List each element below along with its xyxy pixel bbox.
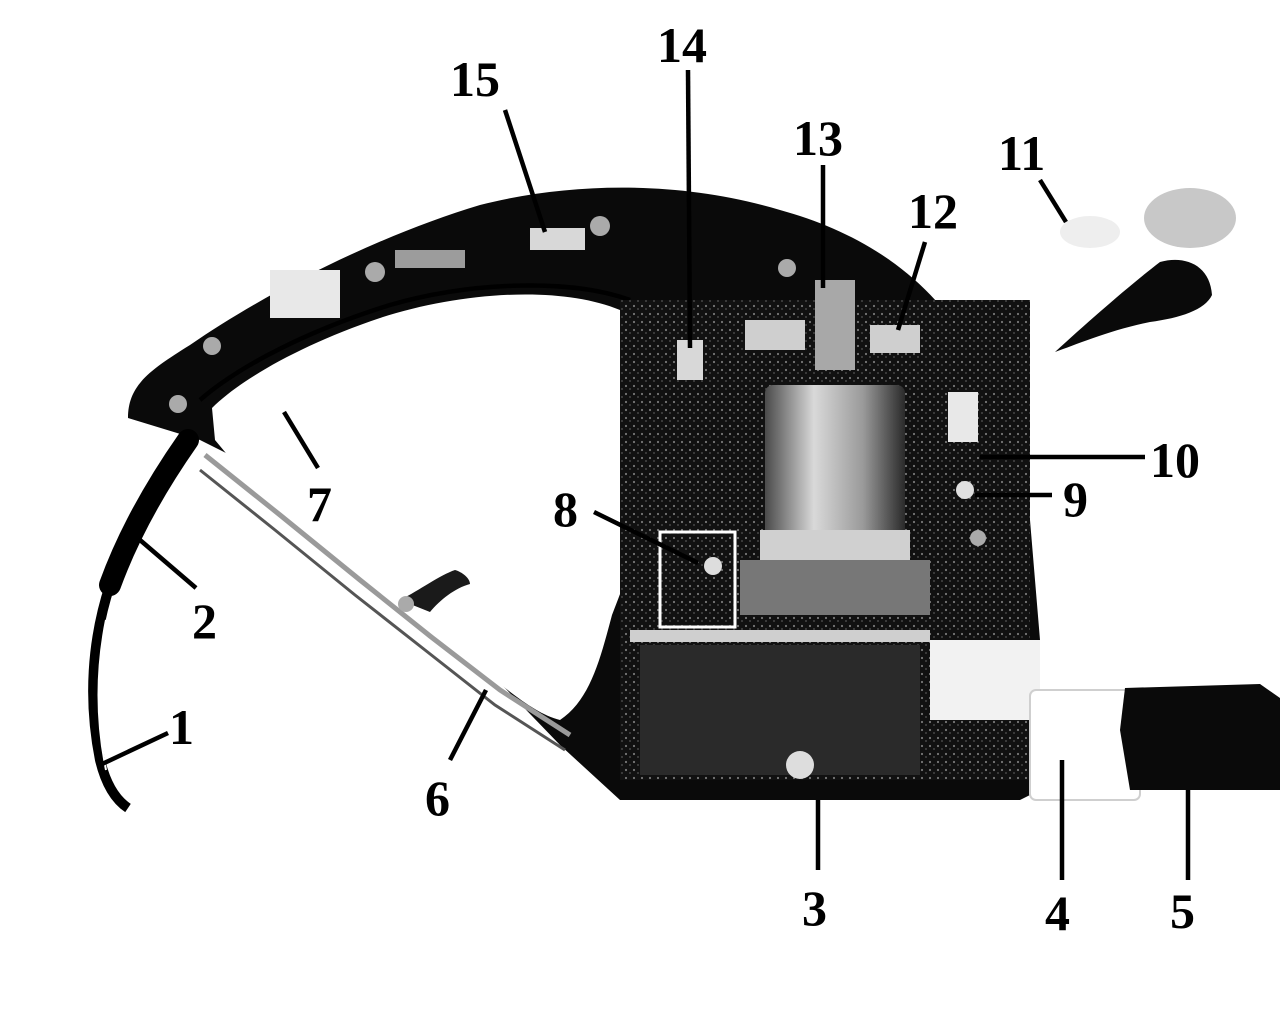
gear-plate — [630, 630, 930, 642]
label-3: 3 — [802, 880, 827, 936]
leader-15 — [502, 109, 548, 233]
handle-knob-light — [1060, 216, 1120, 248]
screw-boss-7 — [970, 530, 986, 546]
grip-opening — [212, 294, 674, 720]
screw-boss-8 — [956, 481, 974, 499]
screw-boss-2 — [590, 216, 610, 236]
label-6: 6 — [425, 770, 450, 826]
switch-bracket — [658, 530, 737, 629]
gearbox — [640, 645, 920, 775]
label-2: 2 — [192, 593, 217, 649]
cord-highlight — [97, 619, 107, 771]
label-7: 7 — [307, 476, 332, 532]
switch-screw — [704, 557, 722, 575]
cable-switch — [270, 270, 340, 318]
label-11: 11 — [998, 125, 1045, 181]
cord — [88, 583, 131, 813]
leader-14 — [685, 69, 693, 349]
label-10: 10 — [1150, 432, 1200, 488]
spring — [395, 250, 465, 268]
screw-boss-5 — [203, 337, 221, 355]
detached-front-handle — [1055, 259, 1212, 352]
label-14: 14 — [657, 17, 707, 73]
frame-rim-lower-2 — [199, 468, 566, 752]
label-8: 8 — [553, 481, 578, 537]
handle-knob — [1144, 188, 1236, 248]
leader-8 — [593, 509, 699, 566]
leader-7 — [282, 410, 320, 470]
label-9: 9 — [1063, 471, 1088, 527]
reference-numerals: 1 2 3 4 5 6 7 8 9 10 11 12 13 14 15 — [169, 17, 1200, 941]
commutator — [815, 280, 855, 370]
screw-boss-1 — [365, 262, 385, 282]
leader-2 — [138, 538, 198, 590]
label-12: 12 — [908, 183, 958, 239]
frame-rim — [198, 283, 631, 402]
label-15: 15 — [450, 51, 500, 107]
crank — [786, 751, 814, 779]
label-4: 4 — [1045, 885, 1070, 941]
screw-boss-3 — [778, 259, 796, 277]
blade — [1120, 684, 1280, 790]
frame-rim-lower — [203, 453, 572, 738]
motor — [765, 385, 905, 545]
label-5: 5 — [1170, 883, 1195, 939]
motor-brush-holder-2 — [870, 325, 920, 353]
motor-fan — [740, 560, 930, 615]
motor-brush-holder — [745, 320, 805, 350]
leader-lines — [99, 69, 1191, 880]
blade-mount — [930, 640, 1040, 720]
frame-hook — [400, 570, 470, 612]
leader-12 — [895, 241, 928, 331]
leader-1 — [99, 730, 169, 768]
label-13: 13 — [793, 110, 843, 166]
leader-11 — [1038, 178, 1068, 224]
cord-sleeve — [99, 429, 199, 596]
motor-end-cap — [760, 530, 910, 560]
screw-boss-4 — [169, 395, 187, 413]
lock-off-lever — [530, 228, 585, 250]
brush-retainer — [948, 392, 978, 442]
screw-boss-6 — [398, 596, 414, 612]
leader-6 — [447, 688, 489, 762]
label-1: 1 — [169, 699, 194, 755]
